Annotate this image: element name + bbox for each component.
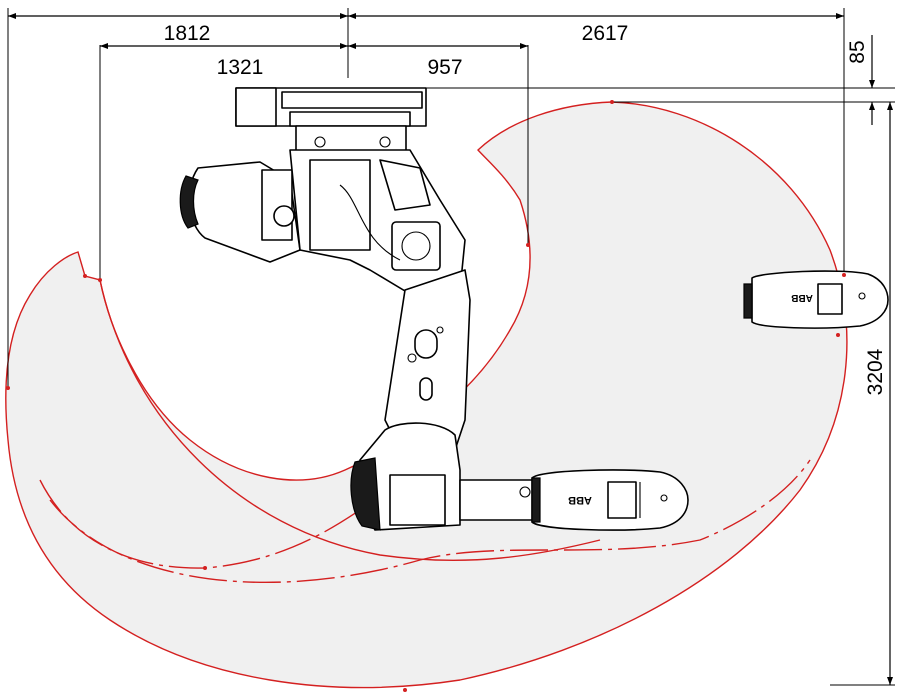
- arrow-3204-bottom: [887, 677, 893, 685]
- envelope-point-top: [610, 100, 614, 104]
- label-957: 957: [427, 56, 462, 79]
- working-envelope: [5, 101, 848, 689]
- robot-upper-arm: [384, 269, 471, 451]
- envelope-point-957: [526, 243, 530, 247]
- envelope-point-inner: [203, 566, 207, 570]
- arrow-957-right: [520, 43, 528, 49]
- label-3204: 3204: [864, 348, 887, 395]
- envelope-point-left: [6, 386, 10, 390]
- robot-motor-housing: [179, 161, 301, 263]
- arrow-85-bottom: [869, 102, 875, 110]
- arrow-3204-top: [887, 102, 893, 110]
- arrow-2617-right: [836, 13, 844, 19]
- inner-arc-1: [99, 279, 601, 562]
- envelope-point-bottom: [403, 688, 407, 692]
- envelope-point-right2: [836, 333, 840, 337]
- arrow-1812-left: [8, 13, 16, 19]
- robot-tool-lower: ABB: [531, 469, 689, 531]
- robot-tool-upper: ABB: [743, 270, 889, 329]
- robot-base: [235, 87, 427, 157]
- arrow-85-top: [869, 80, 875, 88]
- inner-arc-3: [49, 459, 811, 583]
- arrow-1321-left: [100, 43, 108, 49]
- label-1812: 1812: [164, 22, 211, 45]
- brand-label-upper: ABB: [791, 292, 813, 303]
- arrow-2617-left: [348, 13, 356, 19]
- robot-body: [289, 149, 466, 301]
- arrow-1812-right: [340, 13, 348, 19]
- label-1321: 1321: [217, 56, 264, 79]
- arrow-957-left: [348, 43, 356, 49]
- arrow-1321-right: [340, 43, 348, 49]
- envelope-point-right: [842, 273, 846, 277]
- label-2617: 2617: [582, 22, 629, 45]
- envelope-point-notch: [83, 274, 87, 278]
- label-85: 85: [846, 40, 869, 63]
- robot-forearm-lower: [350, 422, 541, 531]
- envelope-point-1321: [98, 278, 102, 282]
- brand-label-lower: ABB: [568, 494, 592, 506]
